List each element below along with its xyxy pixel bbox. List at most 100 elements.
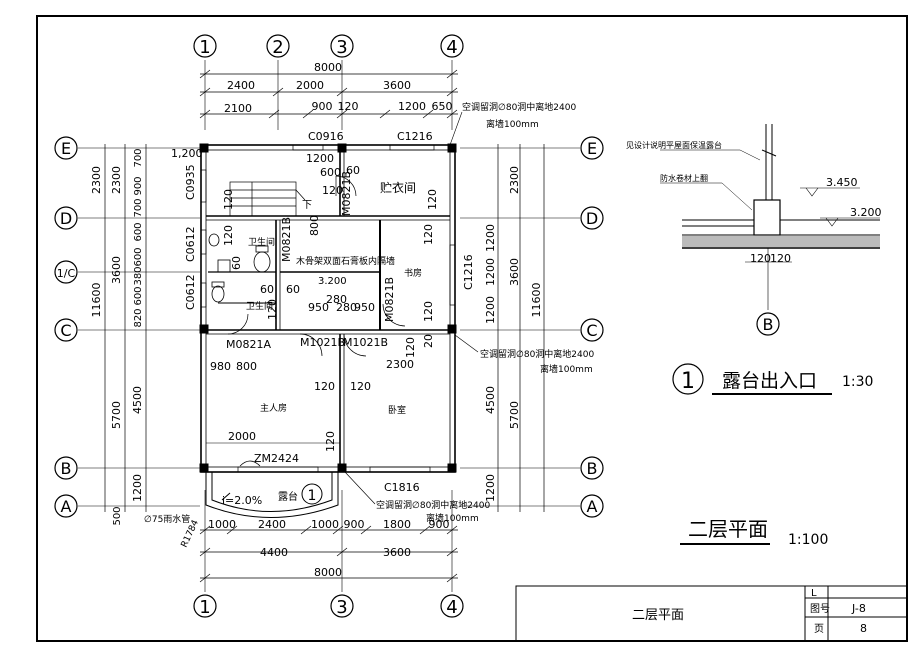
bath-fixtures — [208, 233, 271, 303]
top-dimension-lines — [199, 69, 458, 119]
axis-right-B: B — [587, 459, 598, 478]
ac-note-bot: 空调留洞∅80洞中离地2400 — [376, 499, 490, 511]
dim-top-r2-3: 120 — [338, 100, 359, 113]
title-block-drawing-name: 二层平面 — [632, 608, 684, 623]
left-axis-bubbles — [54, 136, 78, 518]
stair-down: 下 — [302, 200, 312, 211]
terrace-ref-number: 1 — [308, 488, 317, 504]
door-m1021b-b: M1021B — [343, 336, 388, 349]
plan-title: 二层平面 — [688, 517, 768, 541]
ac-note-top-2: 离墙100mm — [486, 118, 539, 130]
dim-right-outer: 11600 — [530, 283, 543, 318]
dim-right-in-5: 4500 — [484, 386, 497, 414]
elev-3200: 3.200 — [318, 276, 347, 287]
v-120h: 120 — [404, 337, 417, 358]
window-c1216-right: C1216 — [462, 254, 475, 290]
room-master: 主人房 — [260, 402, 287, 414]
dim-left-in-5: 700 — [133, 198, 144, 217]
v-980: 980 — [210, 360, 231, 373]
v-800b: 800 — [236, 360, 257, 373]
axis-left-D: D — [60, 209, 72, 228]
v-120c: 120 — [426, 189, 439, 210]
v-2300: 2300 — [386, 358, 414, 371]
v-2000: 2000 — [228, 430, 256, 443]
dim-left-in-4: 600 — [133, 247, 144, 266]
detail-dim-b: 120 — [770, 252, 791, 265]
dim-bot-r2-1: 4400 — [260, 546, 288, 559]
door-zm2424: ZM2424 — [254, 452, 299, 465]
axis-right-A: A — [587, 497, 598, 516]
dim-top-r1-3: 3600 — [383, 79, 411, 92]
dim-top-r1-1: 2400 — [227, 79, 255, 92]
dim-right-in-6: 1200 — [484, 474, 497, 502]
room-wardrobe: 贮衣间 — [380, 180, 416, 195]
axis-top-3: 3 — [336, 37, 347, 58]
room-bath-1: 卫生间 — [248, 236, 275, 248]
dim-left-in-7: 600 — [133, 286, 144, 305]
dim-left-in-8: 820 — [133, 308, 144, 327]
axis-top-4: 4 — [446, 37, 457, 58]
dim-top-r2-5: 650 — [432, 100, 453, 113]
v-950b: 950 — [354, 301, 375, 314]
door-m1021b-a: M1021B — [300, 336, 345, 349]
dim-right-in-3: 1200 — [484, 258, 497, 286]
axis-right-D: D — [586, 209, 598, 228]
stair — [229, 181, 306, 217]
title-block-page-label: 页 — [814, 623, 824, 635]
bottom-axis-bubbles — [193, 594, 464, 618]
v-120e: 120 — [422, 301, 435, 322]
label-1200-side: 1,200 — [171, 147, 203, 160]
window-c1216-top: C1216 — [397, 130, 433, 143]
v-280a: 280 — [326, 293, 347, 306]
ac-leaders — [344, 111, 479, 505]
v-60a: 60 — [346, 164, 360, 177]
ac-note-mid-2: 离墙100mm — [540, 363, 593, 375]
dim-left-in-11: 500 — [112, 506, 123, 525]
v-280b: 280 — [336, 301, 357, 314]
v-120d: 120 — [422, 224, 435, 245]
door-m0821b-a: M0821B — [340, 171, 353, 216]
axis-top-1: 1 — [199, 37, 210, 58]
dim-bot-total: 8000 — [314, 566, 342, 579]
dim-top-total: 8000 — [314, 61, 342, 74]
plan-scale: 1:100 — [788, 532, 828, 548]
room-terrace: 露台 — [278, 490, 298, 503]
dim-right-in-1: 2300 — [508, 166, 521, 194]
dim-right-in-4: 1200 — [484, 296, 497, 324]
dim-right-in-2: 1200 — [484, 224, 497, 252]
right-dimension-lines — [497, 144, 545, 512]
dim-bot-r1-6: 900 — [429, 518, 450, 531]
dim-left-in-6: 380 — [133, 266, 144, 285]
v-120b: 120 — [222, 189, 235, 210]
dim-bot-r1-1: 1000 — [208, 518, 236, 531]
ac-note-top: 空调留洞∅80洞中离地2400 — [462, 101, 576, 113]
right-axis-bubbles — [580, 136, 604, 518]
axis-bottom-1: 1 — [199, 597, 210, 618]
v-120i: 120 — [314, 380, 335, 393]
v-120k: 120 — [324, 431, 337, 452]
window-c0612-a: C0612 — [184, 226, 197, 262]
axis-left-A: A — [61, 497, 72, 516]
detail-elev-2: 3.200 — [850, 206, 882, 219]
detail-scale: 1:30 — [842, 374, 873, 390]
window-c1816: C1816 — [384, 481, 420, 494]
detail-title-number: 1 — [681, 369, 695, 394]
dim-left-in-3: 600 — [133, 222, 144, 241]
axis-left-1C: 1/C — [57, 267, 76, 280]
bottom-dimension-lines — [199, 525, 458, 583]
door-swings — [227, 175, 406, 467]
axis-right-E: E — [587, 139, 597, 158]
slope: i=2.0% — [222, 494, 262, 507]
detail-hatch — [682, 236, 880, 247]
window-c0916: C0916 — [308, 130, 344, 143]
detail-title: 露台出入口 — [722, 370, 817, 392]
terrace-outline — [205, 472, 339, 518]
title-block-l: L — [811, 588, 817, 599]
axis-left-B: B — [61, 459, 72, 478]
detail-axis: B — [763, 315, 774, 334]
axis-bottom-3: 3 — [336, 597, 347, 618]
dim-top-r1-2: 2000 — [296, 79, 324, 92]
dim-left-outer-1: 11600 — [90, 283, 103, 318]
dim-left-in-9: 4500 — [131, 386, 144, 414]
dim-right-mid-2: 5700 — [508, 401, 521, 429]
